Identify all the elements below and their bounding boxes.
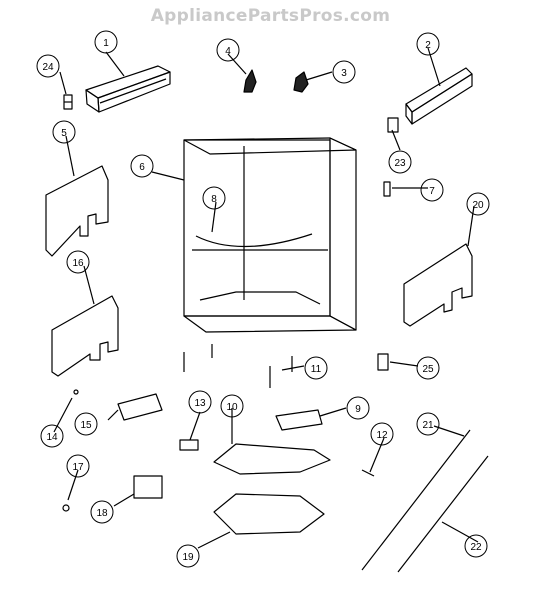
part-19-frame (213, 493, 325, 535)
part-16-panel (51, 295, 119, 377)
callout-3: 3 (341, 68, 347, 79)
callout-4: 4 (225, 46, 231, 57)
part-12-piece (361, 469, 375, 477)
part-11-screws (183, 344, 293, 388)
callout-5: 5 (61, 128, 67, 139)
callout-23: 23 (394, 158, 406, 169)
callout-16: 16 (72, 258, 84, 269)
callout-numbers: 1 24 4 3 2 23 5 6 7 20 8 16 11 25 15 14 … (42, 38, 484, 563)
callout-13: 13 (194, 398, 206, 409)
part-6-tub (183, 137, 357, 333)
part-18-pump (133, 475, 163, 499)
callout-circles (36, 30, 490, 568)
watermark: AppliancePartsPros.com (150, 6, 391, 26)
callout-25: 25 (422, 364, 434, 375)
callout-6: 6 (139, 162, 145, 173)
callout-18: 18 (96, 508, 108, 519)
callout-7: 7 (429, 186, 435, 197)
callout-12: 12 (376, 430, 388, 441)
part-5-panel (45, 165, 109, 257)
callout-11: 11 (311, 364, 322, 375)
callout-8: 8 (211, 194, 217, 205)
callout-10: 10 (226, 402, 238, 413)
callout-9: 9 (355, 404, 361, 415)
part-7-clip (383, 181, 391, 197)
part-21-hose (361, 429, 471, 571)
part-1-rail (85, 65, 171, 113)
part-2-rail (405, 67, 473, 125)
part-9-bracket (275, 409, 323, 431)
part-24-clip (63, 94, 73, 110)
part-20-panel (403, 243, 473, 327)
part-25-spacer (377, 353, 389, 371)
part-17-screw (62, 504, 70, 512)
callout-15: 15 (80, 420, 92, 431)
callout-1: 1 (103, 38, 109, 49)
callout-19: 19 (182, 552, 194, 563)
part-14-screw (73, 389, 79, 395)
callout-24: 24 (42, 62, 54, 73)
part-22-hose (397, 455, 489, 573)
callout-17: 17 (72, 462, 84, 473)
callout-22: 22 (470, 542, 482, 553)
part-3-clip (293, 71, 309, 93)
leader-lines (53, 47, 479, 549)
part-23-bracket (387, 117, 399, 133)
callout-21: 21 (422, 420, 434, 431)
callout-14: 14 (46, 432, 58, 443)
part-13-switch (179, 439, 199, 451)
callout-20: 20 (472, 200, 484, 211)
callout-2: 2 (425, 40, 431, 51)
part-4-clip (243, 69, 257, 93)
part-10-housing (213, 443, 331, 475)
part-15-board (117, 393, 163, 421)
